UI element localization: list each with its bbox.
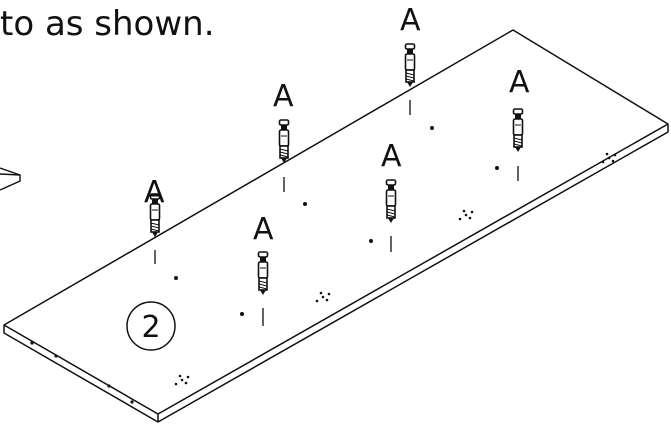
part-label-a: A	[144, 175, 165, 210]
step-number: 2	[141, 310, 160, 345]
part-label-a: A	[381, 139, 402, 174]
edge-holes	[30, 341, 134, 404]
dot-clusters	[174, 152, 617, 386]
surface-holes	[174, 126, 499, 316]
part-label-a: A	[273, 79, 294, 114]
insertion-guides	[154, 100, 519, 326]
instruction-text: to as shown.	[0, 4, 215, 44]
step-number-badge: 2	[126, 301, 176, 351]
part-label-a: A	[400, 3, 421, 38]
adjacent-panel-edge	[0, 167, 21, 191]
part-label-a: A	[509, 65, 530, 100]
part-label-a: A	[253, 212, 274, 247]
panel	[3, 29, 669, 423]
